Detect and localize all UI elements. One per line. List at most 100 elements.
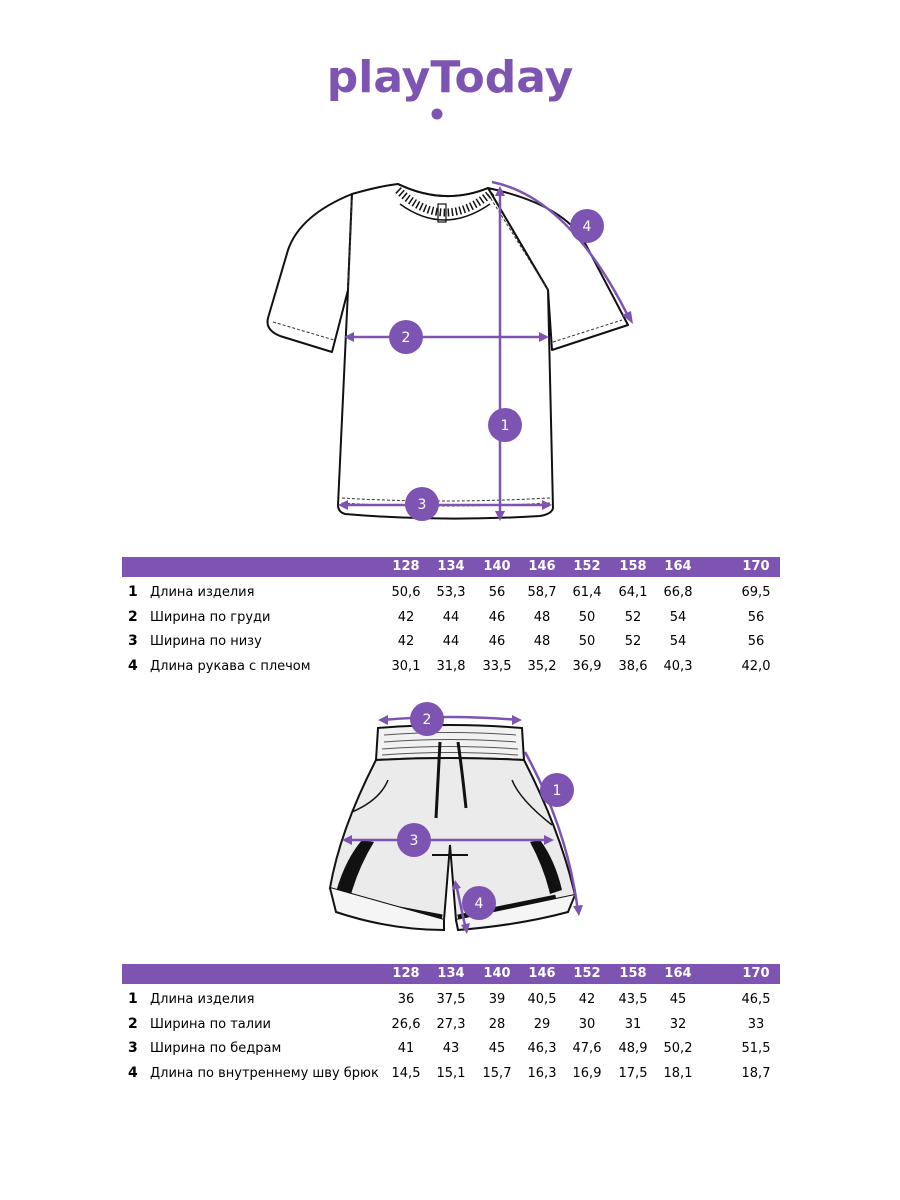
- svg-text:2: 2: [423, 712, 432, 728]
- table-cell: 15,1: [436, 1065, 466, 1081]
- row-number: 4: [128, 657, 138, 674]
- table-cell: 46: [488, 634, 506, 649]
- size-header: 170: [742, 966, 770, 981]
- size-header: 152: [573, 559, 601, 574]
- table-cell: 51,5: [741, 1041, 771, 1056]
- brand-logo-dot: [431, 108, 443, 120]
- table-cell: 53,3: [436, 585, 466, 600]
- table-cell: 31,8: [436, 658, 466, 674]
- table-cell: 48: [533, 634, 551, 649]
- table-row: 2 Ширина по талии 26,6 27,3 28 29 30 31 …: [122, 1012, 780, 1037]
- table-cell: 56: [747, 609, 765, 625]
- table-cell: 52: [624, 634, 642, 649]
- size-header: 164: [664, 966, 692, 981]
- table-row: 3 Ширина по бедрам 41 43 45 46,3 47,6 48…: [122, 1036, 780, 1061]
- table-cell: 33: [747, 1016, 765, 1032]
- size-header: 158: [619, 559, 647, 574]
- table-cell: 16,9: [572, 1065, 602, 1081]
- size-header: 164: [664, 559, 692, 574]
- table-cell: 42,0: [741, 658, 771, 674]
- table-cell: 69,5: [741, 585, 771, 600]
- table-cell: 58,7: [527, 585, 557, 600]
- brand-logo: playToday: [0, 52, 900, 132]
- shorts-marker-4: 4: [462, 886, 496, 920]
- table-cell: 40,5: [527, 992, 557, 1007]
- table-row: 4 Длина рукава с плечом 30,1 31,8 33,5 3…: [122, 654, 780, 679]
- table-cell: 16,3: [527, 1065, 557, 1081]
- table-cell: 28: [488, 1016, 506, 1032]
- table-cell: 56: [488, 585, 506, 600]
- table-cell: 41: [397, 1041, 415, 1056]
- shorts-marker-2: 2: [410, 702, 444, 736]
- table-cell: 52: [624, 609, 642, 625]
- shorts-illustration: 1 2 3 4: [328, 702, 583, 934]
- row-label: Ширина по талии: [150, 1016, 271, 1032]
- svg-text:1: 1: [553, 783, 562, 799]
- size-header: 140: [483, 559, 511, 574]
- table-cell: 47,6: [572, 1041, 602, 1056]
- size-header: 134: [437, 559, 465, 574]
- table-cell: 61,4: [572, 585, 602, 600]
- size-header: 140: [483, 966, 511, 981]
- size-header: 146: [528, 966, 556, 981]
- table-row: 4 Длина по внутреннему шву брюк 14,5 15,…: [122, 1061, 780, 1086]
- tshirt-marker-3: 3: [405, 487, 439, 521]
- svg-text:1: 1: [501, 418, 510, 434]
- table-cell: 18,7: [741, 1065, 771, 1081]
- size-header: 146: [528, 559, 556, 574]
- table-cell: 42: [397, 609, 415, 625]
- shorts-size-table: 128 134 140 146 152 158 164 170 1 Длина …: [122, 964, 780, 1085]
- table-cell: 46,5: [741, 992, 771, 1007]
- table-cell: 33,5: [482, 658, 512, 674]
- row-label: Длина изделия: [150, 992, 255, 1007]
- row-label: Длина изделия: [150, 585, 255, 600]
- size-header: 128: [392, 966, 420, 981]
- row-number: 3: [128, 1040, 138, 1056]
- table-cell: 38,6: [618, 658, 648, 674]
- size-header: 158: [619, 966, 647, 981]
- shorts-marker-1: 1: [540, 773, 574, 807]
- table-cell: 17,5: [618, 1065, 648, 1081]
- table-cell: 48: [533, 609, 551, 625]
- table-cell: 36: [397, 992, 415, 1007]
- table-cell: 35,2: [527, 658, 557, 674]
- table-cell: 50: [578, 634, 596, 649]
- table-cell: 56: [747, 634, 765, 649]
- table-cell: 18,1: [663, 1065, 693, 1081]
- table-cell: 15,7: [482, 1065, 512, 1081]
- svg-text:3: 3: [410, 833, 419, 849]
- table-cell: 46,3: [527, 1041, 557, 1056]
- table-cell: 32: [669, 1016, 687, 1032]
- tshirt-illustration: 1 2 3 4: [266, 180, 633, 521]
- table-cell: 36,9: [572, 658, 602, 674]
- table-cell: 45: [669, 992, 687, 1007]
- table-cell: 50,2: [663, 1041, 693, 1056]
- row-number: 1: [128, 991, 138, 1007]
- brand-logo-text: playToday: [327, 52, 574, 103]
- row-label: Ширина по низу: [150, 634, 262, 649]
- table-cell: 42: [578, 992, 596, 1007]
- tshirt-marker-2: 2: [389, 320, 423, 354]
- table-cell: 50: [578, 609, 596, 625]
- shorts-marker-3: 3: [397, 823, 431, 857]
- size-header: 134: [437, 966, 465, 981]
- svg-text:3: 3: [418, 497, 427, 513]
- row-label: Длина по внутреннему шву брюк: [150, 1065, 379, 1081]
- table-cell: 43: [442, 1041, 460, 1056]
- table-cell: 43,5: [618, 992, 648, 1007]
- tshirt-marker-1: 1: [488, 408, 522, 442]
- table-cell: 26,6: [391, 1016, 421, 1032]
- row-number: 1: [128, 584, 138, 600]
- table-cell: 14,5: [391, 1065, 421, 1081]
- table-cell: 50,6: [391, 585, 421, 600]
- table-cell: 40,3: [663, 658, 693, 674]
- table-cell: 46: [488, 609, 506, 625]
- table-cell: 39: [488, 992, 506, 1007]
- row-label: Длина рукава с плечом: [150, 658, 311, 674]
- svg-text:4: 4: [583, 219, 592, 235]
- size-header: 152: [573, 966, 601, 981]
- row-label: Ширина по бедрам: [150, 1041, 282, 1056]
- shorts-table-header: 128 134 140 146 152 158 164 170: [122, 964, 780, 984]
- table-cell: 54: [669, 634, 687, 649]
- svg-text:2: 2: [402, 330, 411, 346]
